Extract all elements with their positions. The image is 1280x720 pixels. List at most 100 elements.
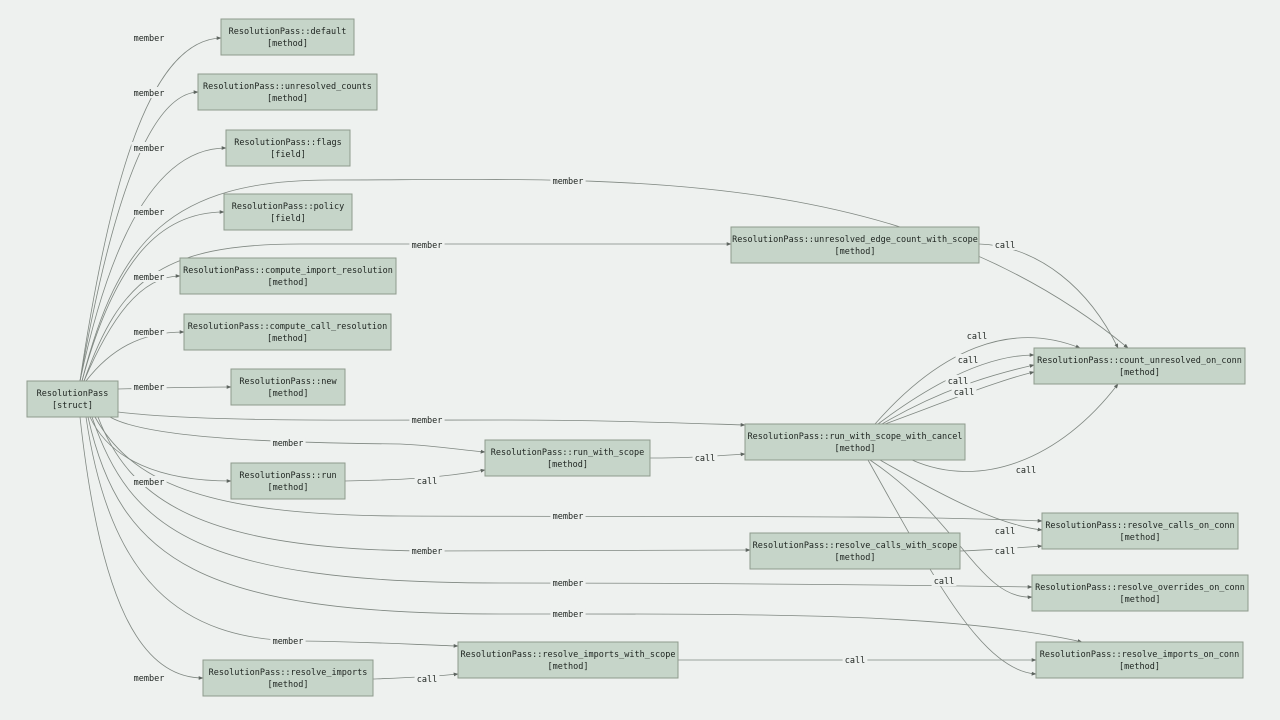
node-flags[interactable]: ResolutionPass::flags[field] — [225, 129, 351, 167]
node-policy[interactable]: ResolutionPass::policy[field] — [223, 193, 353, 231]
node-box[interactable] — [1035, 641, 1244, 679]
edge-path — [877, 353, 1035, 425]
edge-label-background — [131, 326, 167, 337]
node-box[interactable] — [223, 193, 353, 231]
nodes-layer: ResolutionPass[struct] ResolutionPass::de… — [26, 18, 1249, 697]
node-box[interactable] — [457, 641, 679, 679]
edge-label-member: member — [409, 414, 445, 426]
node-unresolved-counts[interactable]: ResolutionPass::unresolved_counts[method… — [197, 73, 378, 111]
node-default[interactable]: ResolutionPass::default[method] — [220, 18, 355, 56]
node-box[interactable] — [1031, 574, 1249, 612]
edge-call-run_with_scope_with_cancel-to-resolve_imports_on_conn — [867, 459, 1037, 676]
edge-label-background — [550, 577, 586, 588]
edge-label-text: member — [412, 547, 443, 557]
edge-label-background — [131, 206, 167, 217]
node-box[interactable] — [744, 423, 966, 461]
node-run[interactable]: ResolutionPass::run[method] — [230, 462, 346, 500]
edge-label-text: call — [845, 656, 865, 666]
node-name: ResolutionPass::resolve_overrides_on_con… — [1035, 583, 1245, 593]
node-kind: [method] — [1119, 368, 1160, 378]
node-box[interactable] — [183, 313, 392, 351]
node-run-with-scope[interactable]: ResolutionPass::run_with_scope[method] — [484, 439, 651, 477]
node-box[interactable] — [730, 226, 980, 264]
node-name: ResolutionPass::run_with_scope — [491, 448, 645, 458]
node-box[interactable] — [484, 439, 651, 477]
node-resolve-imports-with-scope[interactable]: ResolutionPass::resolve_imports_with_sco… — [457, 641, 679, 679]
edge-label-background — [931, 575, 957, 586]
edge-path — [978, 243, 1119, 349]
edge-label-member: member — [131, 142, 167, 154]
edge-path — [79, 416, 204, 680]
node-box[interactable] — [230, 462, 346, 500]
node-run-with-scope-with-cancel[interactable]: ResolutionPass::run_with_scope_with_canc… — [744, 423, 966, 461]
node-kind: [method] — [1119, 662, 1160, 672]
edge-call-run_with_scope_with_cancel-to-count_unresolved_on_conn — [911, 383, 1119, 472]
edge-label-member: member — [550, 608, 586, 620]
node-count-unresolved-on-conn[interactable]: ResolutionPass::count_unresolved_on_conn… — [1033, 347, 1246, 385]
edge-label-background — [692, 452, 718, 463]
edge-label-text: member — [273, 439, 304, 449]
edge-label-background — [131, 142, 167, 153]
edge-label-text: call — [995, 547, 1015, 557]
edge-label-background — [951, 386, 977, 397]
node-box[interactable] — [202, 659, 374, 697]
node-box[interactable] — [230, 368, 346, 406]
node-root[interactable]: ResolutionPass[struct] — [26, 380, 119, 418]
node-kind: [method] — [547, 460, 588, 470]
node-resolve-overrides-on-conn[interactable]: ResolutionPass::resolve_overrides_on_con… — [1031, 574, 1249, 612]
node-box[interactable] — [220, 18, 355, 56]
node-box[interactable] — [197, 73, 378, 111]
node-resolve-imports-on-conn[interactable]: ResolutionPass::resolve_imports_on_conn[… — [1035, 641, 1244, 679]
edge-path — [87, 416, 1083, 643]
node-resolve-imports[interactable]: ResolutionPass::resolve_imports[method] — [202, 659, 374, 697]
edge-label-background — [131, 381, 167, 392]
edge-member-root-to-unresolved_edge_count_with_scope — [83, 242, 732, 382]
edge-label-call: call — [692, 452, 718, 464]
edge-label-member: member — [550, 577, 586, 589]
node-name: ResolutionPass::default — [229, 27, 347, 37]
edge-path — [109, 416, 486, 454]
node-compute-call-resolution[interactable]: ResolutionPass::compute_call_resolution[… — [183, 313, 392, 351]
edge-member-root-to-compute_call_resolution — [85, 330, 185, 382]
node-new[interactable]: ResolutionPass::new[method] — [230, 368, 346, 406]
edge-label-text: member — [134, 383, 165, 393]
edge-path — [911, 383, 1119, 472]
edge-call-run_with_scope_with_cancel-to-resolve_calls_on_conn — [879, 459, 1043, 532]
node-kind: [method] — [268, 680, 309, 690]
node-box[interactable] — [179, 257, 397, 295]
edge-member-root-to-resolve_overrides_on_conn — [91, 416, 1033, 589]
node-box[interactable] — [26, 380, 119, 418]
node-kind: [method] — [268, 278, 309, 288]
edge-path — [85, 416, 459, 648]
edge-label-text: member — [553, 512, 584, 522]
edge-label-text: member — [134, 208, 165, 218]
node-kind: [method] — [267, 334, 308, 344]
node-resolve-calls-on-conn[interactable]: ResolutionPass::resolve_calls_on_conn[me… — [1041, 512, 1239, 550]
node-compute-import-resolution[interactable]: ResolutionPass::compute_import_resolutio… — [179, 257, 397, 295]
edge-path — [94, 416, 1043, 523]
node-box[interactable] — [1041, 512, 1239, 550]
node-kind: [method] — [268, 483, 309, 493]
node-box[interactable] — [1033, 347, 1246, 385]
edge-label-member: member — [270, 437, 306, 449]
edge-path — [867, 459, 1037, 676]
node-kind: [method] — [267, 94, 308, 104]
edge-label-text: member — [134, 328, 165, 338]
edge-label-background — [131, 87, 167, 98]
edge-path — [874, 337, 1081, 425]
node-kind: [method] — [267, 39, 308, 49]
edge-label-member: member — [409, 545, 445, 557]
edge-label-member: member — [131, 476, 167, 488]
edge-label-background — [131, 271, 167, 282]
node-box[interactable] — [749, 532, 961, 570]
edge-label-member: member — [131, 381, 167, 393]
node-resolve-calls-with-scope[interactable]: ResolutionPass::resolve_calls_with_scope… — [749, 532, 961, 570]
node-unresolved-edge-count-with-scope[interactable]: ResolutionPass::unresolved_edge_count_wi… — [730, 226, 980, 264]
edge-label-call: call — [951, 386, 977, 398]
node-box[interactable] — [225, 129, 351, 167]
edge-label-member: member — [270, 635, 306, 647]
node-name: ResolutionPass::unresolved_edge_count_wi… — [732, 235, 978, 245]
edge-label-call: call — [992, 545, 1018, 557]
edge-label-background — [842, 654, 868, 665]
